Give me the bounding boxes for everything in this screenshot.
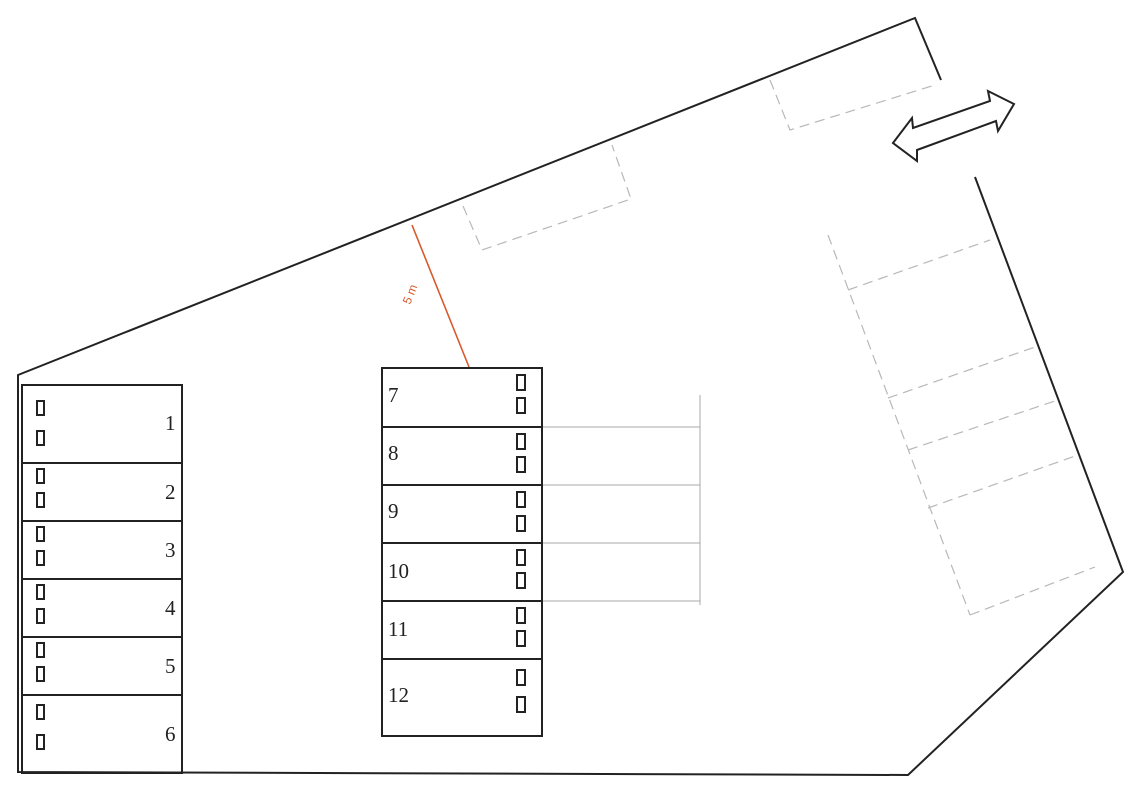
stall-number: 6 bbox=[165, 722, 176, 746]
stall-number: 4 bbox=[165, 596, 176, 620]
stall-number: 1 bbox=[165, 411, 176, 435]
dimension-line: 5 m bbox=[400, 224, 470, 368]
stall-number: 10 bbox=[388, 559, 409, 583]
center-stall-block: 7 8 9 10 11 12 bbox=[381, 367, 543, 737]
stall-number: 11 bbox=[388, 617, 408, 641]
stall-number: 12 bbox=[388, 683, 409, 707]
lot-boundary-top bbox=[17, 16, 1125, 777]
center-guide-lines bbox=[542, 395, 701, 605]
car-wheel-icon bbox=[516, 374, 526, 713]
dashed-stalls-top bbox=[462, 79, 936, 251]
double-arrow-icon bbox=[891, 89, 1016, 163]
stall-number: 7 bbox=[388, 383, 399, 407]
stall-number: 2 bbox=[165, 480, 176, 504]
stall-number: 8 bbox=[388, 441, 399, 465]
dashed-stalls-right bbox=[827, 234, 1096, 616]
stall-number: 5 bbox=[165, 654, 176, 678]
stall-number: 3 bbox=[165, 538, 176, 562]
car-wheel-icon bbox=[36, 400, 45, 750]
dimension-label: 5 m bbox=[400, 282, 420, 306]
stall-number: 9 bbox=[388, 499, 399, 523]
left-stall-block: 1 2 3 4 5 6 bbox=[21, 384, 183, 774]
